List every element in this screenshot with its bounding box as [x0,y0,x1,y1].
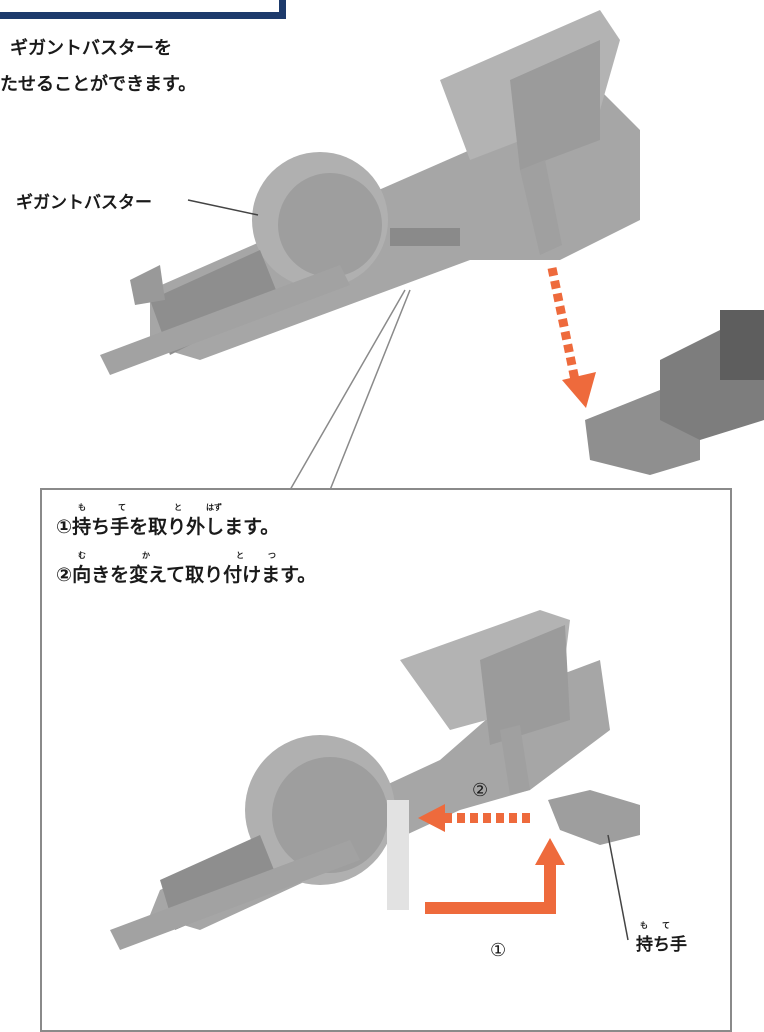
steps-box [40,488,732,1032]
step-1: も て と はず ①持ち手を取り外します。 [56,503,456,538]
title-bar [0,0,286,19]
intro-line-2: たせることができます。 [0,74,197,95]
marker-step-1: ① [490,940,507,961]
detail-illustration [110,610,640,950]
ruby-step2-1: む [78,551,86,560]
gigant-buster-illustration [100,10,764,491]
ruby-step1-3: と [174,503,182,512]
ruby-step1-4: はず [206,503,222,512]
marker-step-2: ② [472,780,489,801]
step-1-text: ①持ち手を取り外します。 [56,516,280,538]
handle-part [520,160,562,255]
detached-handle [548,790,640,845]
ruby-handle-2: て [662,921,670,930]
ruby-step1-2: て [118,503,126,512]
arrow-step-1 [425,860,556,914]
intro-text: ギガントバスターを たせることができます。 [0,34,196,100]
step-2-text: ②向きを変えて取り付けます。 [56,564,317,586]
ruby-step1-1: も [78,503,86,512]
attach-arrow [547,267,580,381]
ruby-step2-3: と [236,551,244,560]
grip-ghost [387,800,409,910]
intro-line-1: ギガントバスターを [10,38,172,59]
ruby-step2-2: か [142,551,150,560]
callout-handle: も て 持ち手 [636,920,696,955]
ruby-step2-4: つ [268,551,276,560]
ruby-handle-1: も [640,921,648,930]
callout-gigant-buster: ギガントバスター [16,193,152,213]
callout-handle-text: 持ち手 [636,935,687,955]
step-2: む か と つ ②向きを変えて取り付けます。 [56,551,496,586]
